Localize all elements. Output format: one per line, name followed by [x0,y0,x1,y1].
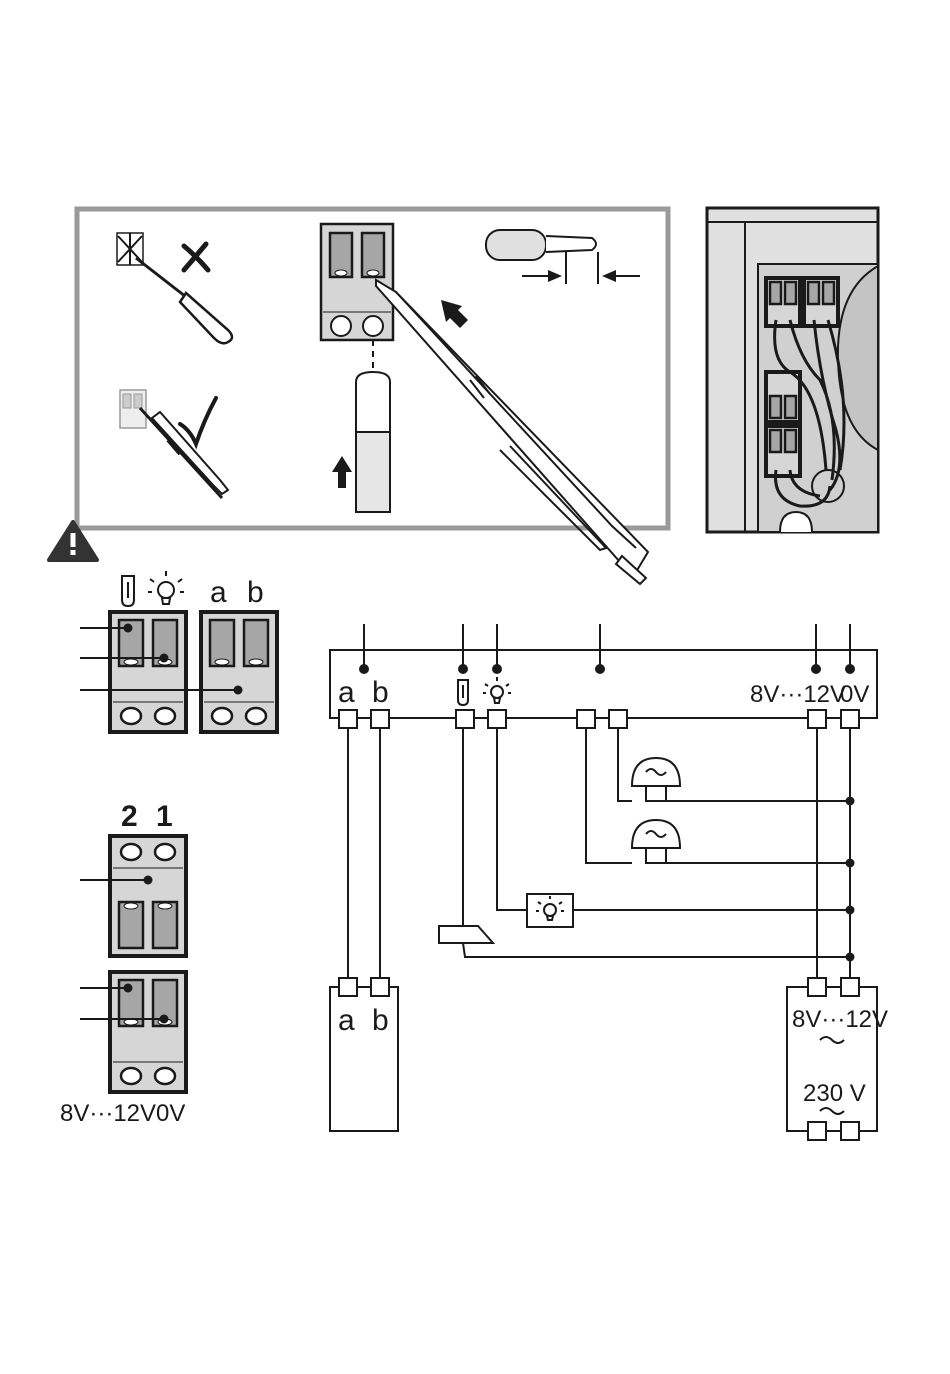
transformer-unit: 8V···12V 230 V [787,978,888,1140]
wiring-schematic: a b 8V···12V 0V [330,624,888,1140]
transformer-secondary-label: 8V···12V [792,1006,888,1033]
bell-icon [586,728,855,868]
screwdriver-icon [117,233,232,343]
arrow-up-icon [332,456,352,488]
label-supply-voltage: 8V···12V [60,1100,156,1127]
instruction-panel [77,209,668,584]
label-ground: 0V [156,1100,185,1127]
bus-label-ground: 0V [840,681,869,708]
device-interior-illustration [707,208,878,532]
wire-end [356,372,390,512]
letter-b: b [247,576,264,609]
key-icon [122,576,134,606]
handset-label-b: b [372,1004,389,1037]
bell-icon [618,728,855,806]
transformer-primary-label: 230 V [803,1080,866,1107]
bus-label-supply: 8V···12V [750,681,846,708]
pen-icon [140,408,228,498]
number-1: 1 [156,800,173,833]
terminal-block-bottom: 2 1 8V···12V 0V [60,800,186,1127]
terminal-detail [321,224,393,340]
arrow-diagonal-icon [441,300,468,328]
lamp-icon [483,677,511,703]
handset-unit: a b [330,978,398,1131]
large-pen-icon [376,280,648,584]
handset-label-a: a [338,1004,355,1037]
wire-strip-icon [486,230,640,284]
terminal-block-top: a b [80,571,277,732]
letter-a: a [210,576,227,609]
cross-mark-icon [184,244,208,270]
number-2: 2 [121,800,138,833]
bus-label-b: b [372,676,389,709]
lamp-icon [148,571,184,604]
bus-label-a: a [338,676,355,709]
key-icon [458,680,468,705]
lamp-icon [497,728,855,927]
check-mark-icon [180,398,216,444]
